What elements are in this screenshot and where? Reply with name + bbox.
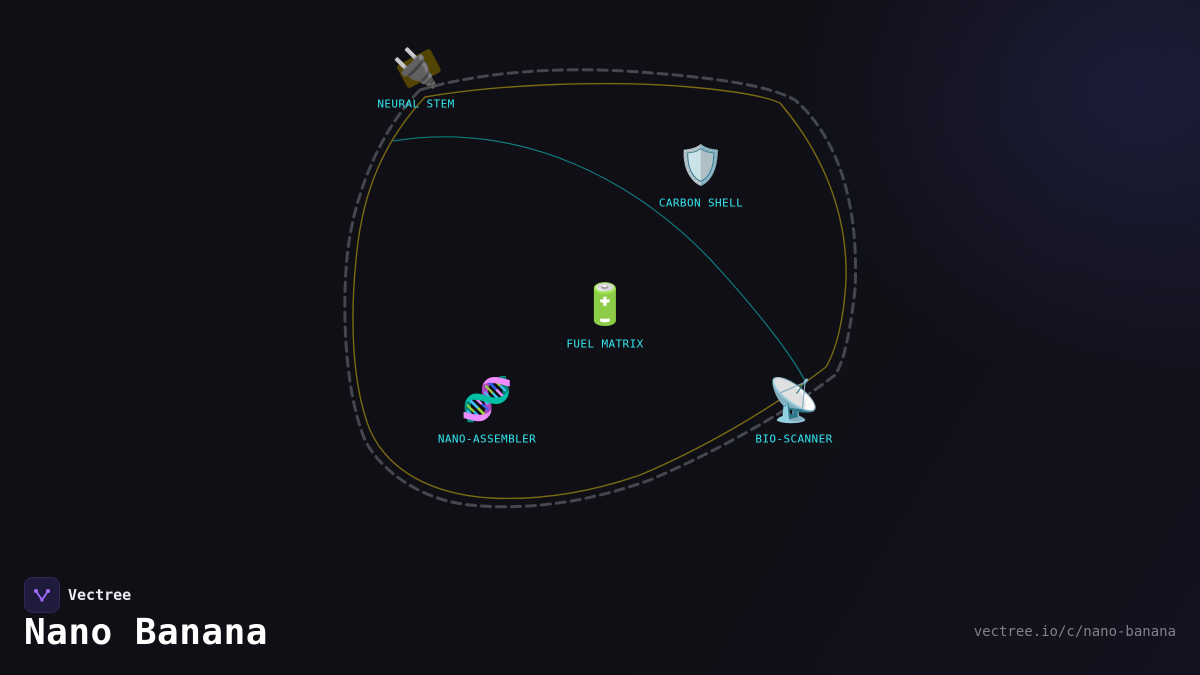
brand: Vectree	[24, 577, 131, 613]
dashed-loop-path	[343, 68, 858, 509]
brand-name: Vectree	[68, 586, 132, 604]
page-url[interactable]: vectree.io/c/nano-banana	[973, 624, 1176, 640]
dna-icon: 🧬	[461, 374, 513, 425]
battery-icon: 🔋	[580, 281, 630, 328]
page-title: Nano Banana	[24, 612, 268, 653]
node-label-carbon-shell: CARBON SHELL	[659, 197, 743, 210]
node-carbon-shell[interactable]: 🛡️ CARBON SHELL	[659, 143, 743, 210]
neural-stem-highlight	[397, 49, 441, 88]
node-fuel-matrix[interactable]: 🔋 FUEL MATRIX	[566, 281, 643, 351]
outline-loop-path	[352, 82, 847, 500]
node-nano-assembler[interactable]: 🧬 NANO-ASSEMBLER	[438, 374, 536, 446]
node-bio-scanner[interactable]: 📡 BIO-SCANNER	[755, 374, 832, 446]
node-neural-stem[interactable]: 🔌 NEURAL STEM	[377, 46, 454, 111]
shield-icon: 🛡️	[677, 143, 724, 187]
node-label-bio-scanner: BIO-SCANNER	[755, 433, 832, 446]
vectree-logo-icon	[24, 577, 60, 613]
connector-line	[392, 136, 807, 384]
node-label-fuel-matrix: FUEL MATRIX	[566, 338, 643, 351]
satellite-dish-icon: 📡	[768, 374, 820, 425]
node-label-neural-stem: NEURAL STEM	[377, 98, 454, 111]
node-label-nano-assembler: NANO-ASSEMBLER	[438, 433, 536, 446]
plug-icon: 🔌	[392, 46, 439, 90]
